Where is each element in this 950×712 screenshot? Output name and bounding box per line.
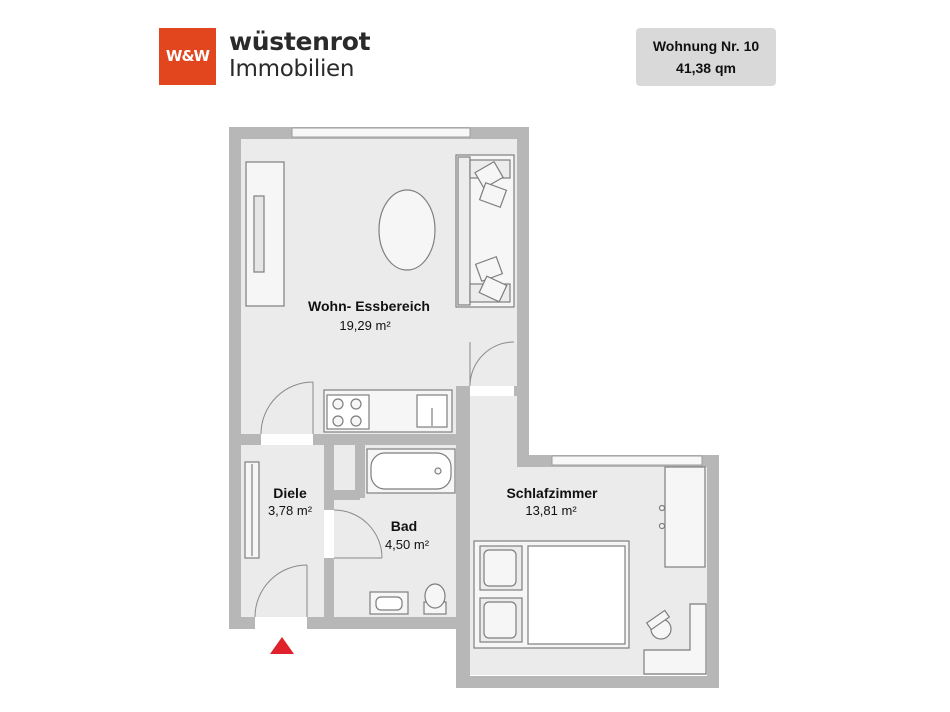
apartment-title: Wohnung Nr. 10: [652, 38, 760, 54]
room-area-diele: 3,78 m²: [268, 503, 313, 518]
apartment-area: 41,38 qm: [676, 60, 736, 76]
brand-logo-mark: W&W: [159, 28, 216, 85]
door-openings: [255, 386, 514, 629]
walls: [229, 127, 719, 688]
brand-name-line2: Immobilien: [229, 56, 355, 82]
furniture: [244, 154, 707, 675]
tv-sideboard: [245, 161, 285, 307]
room-name-wohn: Wohn- Essbereich: [308, 298, 430, 314]
desk: [664, 466, 706, 568]
dining-table: [378, 189, 436, 271]
room-area-wohn: 19,29 m²: [339, 318, 391, 333]
room-name-schlafzimmer: Schlafzimmer: [506, 485, 598, 501]
corner-table: [643, 603, 707, 675]
entrance-marker: [270, 637, 294, 654]
room-area-schlafzimmer: 13,81 m²: [525, 503, 577, 518]
brand-logo-text: W&W: [165, 47, 210, 65]
door-swings: [254, 341, 515, 618]
windows: [291, 127, 703, 466]
room-area-bad: 4,50 m²: [385, 537, 430, 552]
room-floors: [241, 138, 707, 675]
apartment-badge: Wohnung Nr. 10 41,38 qm: [636, 28, 776, 86]
brand-name-line1: wüstenrot: [229, 27, 371, 56]
room-labels: Wohn- Essbereich 19,29 m² Diele 3,78 m² …: [268, 298, 598, 552]
room-name-bad: Bad: [391, 518, 417, 534]
room-name-diele: Diele: [273, 485, 307, 501]
